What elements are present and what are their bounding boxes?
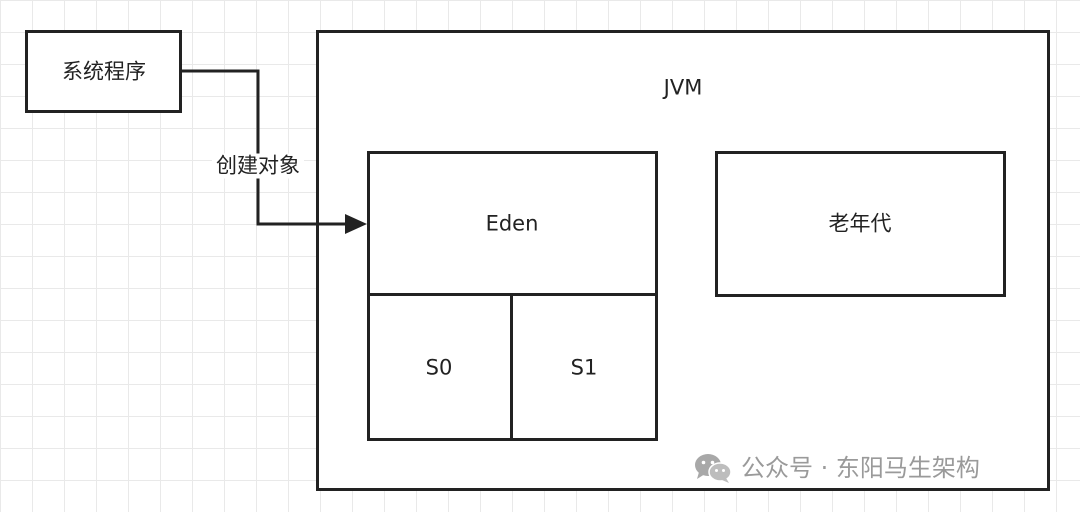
s0-label: S0 (425, 355, 453, 380)
old-generation-box (715, 151, 1006, 297)
survivor-divider (510, 296, 513, 441)
system-program-box (25, 30, 182, 113)
old-generation-label: 老年代 (828, 211, 892, 236)
jvm-label: JVM (663, 75, 703, 100)
wechat-icon (695, 454, 732, 483)
eden-divider (367, 293, 658, 296)
eden-label: Eden (485, 211, 539, 236)
system-program-label: 系统程序 (62, 59, 146, 84)
watermark-text: 公众号 · 东阳马生架构 (741, 454, 980, 482)
s1-label: S1 (570, 355, 598, 380)
watermark: 公众号 · 东阳马生架构 (693, 452, 980, 484)
create-object-label: 创建对象 (212, 153, 304, 179)
